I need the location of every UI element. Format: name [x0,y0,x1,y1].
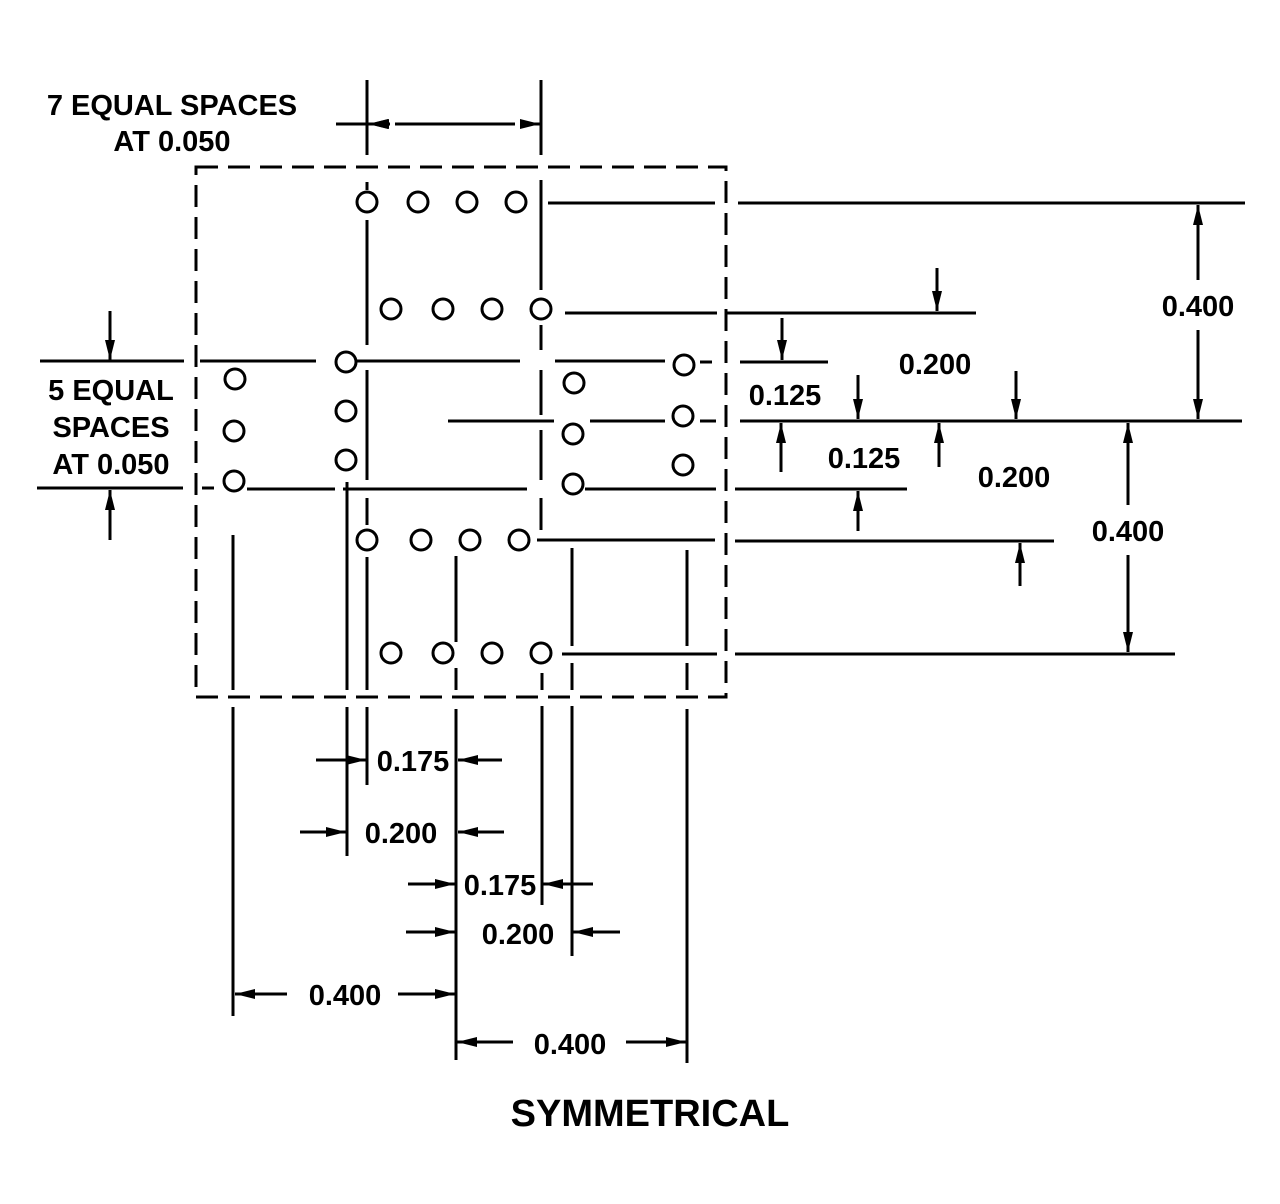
top-spacing-note-line1: 7 EQUAL SPACES [47,90,297,122]
left-spacing-note-line1: 5 EQUAL [48,375,174,407]
dim-bottom-left-total: 0.400 [309,980,382,1012]
hole [355,190,379,214]
dim-bottom-outer-upper: 0.200 [365,818,438,850]
hole [334,448,358,472]
dim-right-lower-row: 0.125 [828,443,901,475]
dim-bottom-right-total: 0.400 [534,1029,607,1061]
hole [529,641,553,665]
hole [672,353,696,377]
hole [431,297,455,321]
dim-right-upper-total: 0.400 [1162,291,1235,323]
hole [379,641,403,665]
drawing-title: SYMMETRICAL [511,1093,790,1135]
hole [561,472,585,496]
dim-right-upper-offset: 0.200 [899,349,972,381]
dim-right-lower-offset: 0.200 [978,462,1051,494]
left-spacing-note-line3: AT 0.050 [52,449,169,481]
hole-pattern [222,190,696,665]
hole [355,528,379,552]
dim-right-lower-total: 0.400 [1092,516,1165,548]
dim-right-upper-row: 0.125 [749,380,822,412]
hole [671,453,695,477]
hole [334,350,358,374]
hole [431,641,455,665]
hole [529,297,553,321]
extension-lines [37,80,1245,1063]
hole [458,528,482,552]
hole [406,190,430,214]
top-spacing-note-line2: AT 0.050 [113,126,230,158]
hole [480,297,504,321]
dim-bottom-outer-lower: 0.200 [482,919,555,951]
hole [455,190,479,214]
hole [507,528,531,552]
hole [504,190,528,214]
hole [379,297,403,321]
dim-bottom-inner-upper: 0.175 [377,746,450,778]
hole [222,469,246,493]
dimension-arrows [105,119,1203,1047]
hole [409,528,433,552]
left-spacing-note-line2: SPACES [52,412,169,444]
hole [562,371,586,395]
hole [561,422,585,446]
hole [222,419,246,443]
dim-bottom-inner-lower: 0.175 [464,870,537,902]
hole [334,399,358,423]
hole [480,641,504,665]
component-outline [194,165,728,699]
hole [671,404,695,428]
hole [223,367,247,391]
